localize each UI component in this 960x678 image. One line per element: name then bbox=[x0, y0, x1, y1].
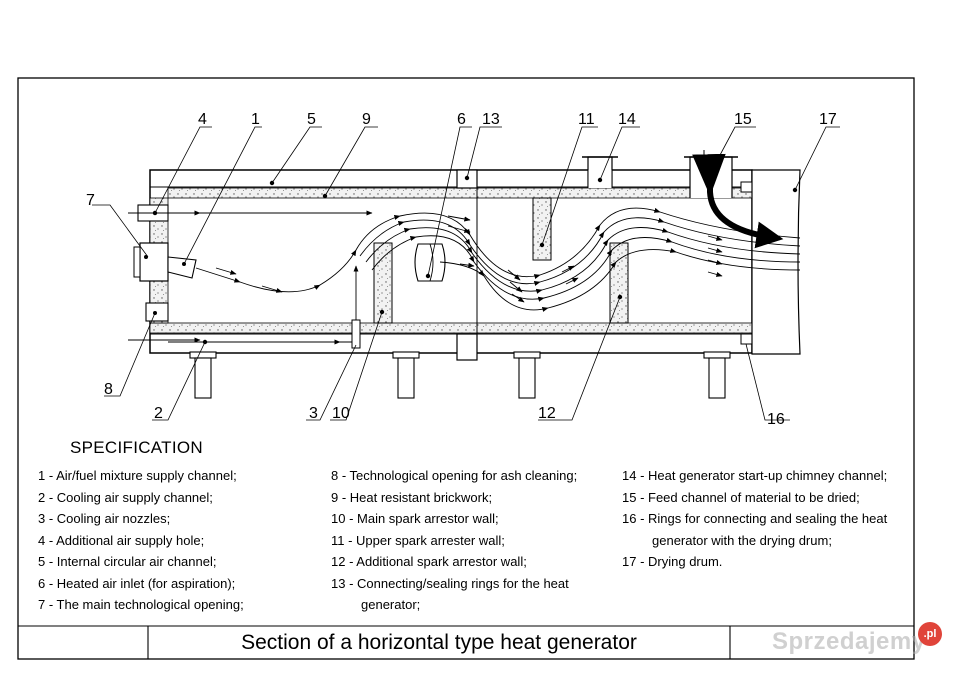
spec-item: 6 - Heated air inlet (for aspiration); bbox=[38, 575, 236, 591]
leader-lines bbox=[92, 126, 840, 421]
specification-column-b: 8 - Technological opening for ash cleani… bbox=[331, 465, 577, 616]
spec-item: 17 - Drying drum. bbox=[622, 554, 723, 569]
spec-item: 15 - Feed channel of material to be drie… bbox=[622, 489, 860, 505]
specification-column-c: 14 - Heat generator start-up chimney cha… bbox=[622, 465, 887, 573]
specification-column-a: 1 - Air/fuel mixture supply channel; 2 -… bbox=[38, 465, 244, 616]
callout-labels: 4 1 5 9 6 13 11 14 15 17 7 8 2 3 10 12 1… bbox=[86, 111, 837, 428]
spec-item-continuation: generator with the drying drum; bbox=[652, 532, 832, 548]
callout-17: 17 bbox=[819, 111, 837, 128]
sealing-ring-bottom bbox=[456, 333, 478, 361]
spec-item-continuation: generator; bbox=[361, 597, 421, 612]
callout-2: 2 bbox=[154, 405, 163, 422]
upper-spark-arrester-wall bbox=[532, 197, 552, 261]
main-technological-opening bbox=[139, 242, 169, 282]
ash-cleaning-opening bbox=[145, 302, 169, 322]
spec-item: 4 - Additional air supply hole; bbox=[38, 532, 205, 548]
spec-item: 8 - Technological opening for ash cleani… bbox=[331, 468, 578, 483]
spec-item: 14 - Heat generator start-up chimney cha… bbox=[622, 468, 888, 483]
callout-1: 1 bbox=[251, 111, 260, 128]
callout-4: 4 bbox=[198, 111, 207, 128]
watermark-badge: .pl bbox=[918, 622, 942, 646]
callout-5: 5 bbox=[307, 111, 316, 128]
callout-10: 10 bbox=[332, 405, 350, 422]
main-spark-arrestor-wall bbox=[373, 242, 393, 324]
brickwork-top bbox=[167, 187, 753, 199]
brickwork-bottom bbox=[149, 322, 753, 334]
spec-item: 13 - Connecting/sealing rings for the he… bbox=[331, 575, 569, 591]
callout-13: 13 bbox=[482, 111, 500, 128]
callout-16: 16 bbox=[767, 411, 785, 428]
callout-3: 3 bbox=[309, 405, 318, 422]
spec-item: 1 - Air/fuel mixture supply channel; bbox=[38, 468, 237, 483]
callout-6: 6 bbox=[457, 111, 466, 128]
flow-lines bbox=[128, 150, 801, 345]
spec-item: 11 - Upper spark arrester wall; bbox=[331, 532, 505, 548]
spec-item: 3 - Cooling air nozzles; bbox=[38, 511, 171, 526]
spec-item: 12 - Additional spark arrestor wall; bbox=[331, 554, 527, 569]
heat-generator-section bbox=[133, 156, 801, 399]
callout-7: 7 bbox=[86, 192, 95, 209]
drawing-frame bbox=[17, 77, 915, 660]
callout-12: 12 bbox=[538, 405, 556, 422]
additional-spark-arrestor-wall bbox=[609, 242, 629, 324]
callout-8: 8 bbox=[104, 381, 113, 398]
callout-14: 14 bbox=[618, 111, 636, 128]
spec-item: 10 - Main spark arrestor wall; bbox=[331, 511, 499, 526]
spec-item: 2 - Cooling air supply channel; bbox=[38, 489, 213, 505]
callout-15: 15 bbox=[734, 111, 752, 128]
spec-item: 5 - Internal circular air channel; bbox=[38, 554, 217, 569]
callout-11: 11 bbox=[578, 111, 595, 128]
spec-item: 9 - Heat resistant brickwork; bbox=[331, 489, 493, 505]
watermark-text: Sprzedajemy bbox=[772, 628, 926, 655]
cooling-air-nozzle bbox=[351, 319, 361, 349]
drawing-title: Section of a horizontal type heat genera… bbox=[241, 630, 637, 654]
callout-9: 9 bbox=[362, 111, 371, 128]
supports bbox=[189, 351, 731, 399]
spec-item: 7 - The main technological opening; bbox=[38, 597, 244, 612]
specification-title: SPECIFICATION bbox=[70, 438, 203, 457]
spec-item: 16 - Rings for connecting and sealing th… bbox=[622, 511, 888, 526]
